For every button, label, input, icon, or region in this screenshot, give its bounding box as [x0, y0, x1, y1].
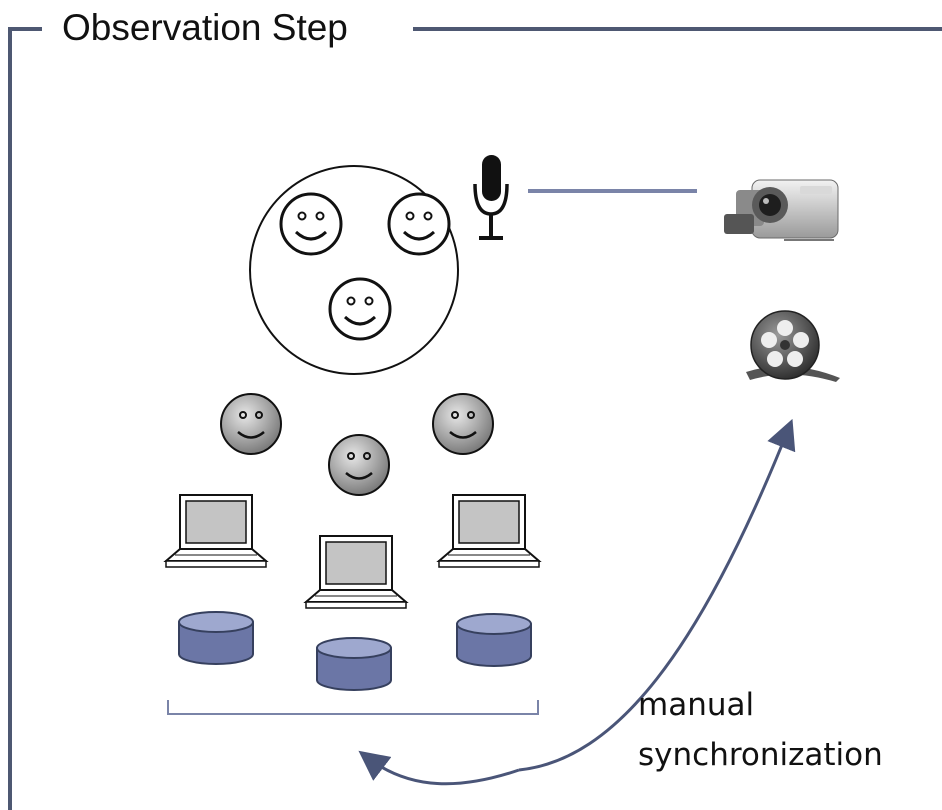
- database-icon: [456, 613, 532, 667]
- laptops: [163, 494, 542, 609]
- observer-group: [249, 165, 459, 375]
- database-icon: [316, 637, 392, 691]
- microphone-icon: [473, 155, 509, 240]
- laptop-icon: [436, 494, 542, 568]
- sync-arrow-return: [358, 750, 520, 786]
- happy-face-icon: [328, 277, 392, 341]
- laptop-icon: [303, 535, 409, 609]
- happy-face-icon: [220, 393, 282, 455]
- happy-face-icon: [432, 393, 494, 455]
- database-icon: [178, 611, 254, 665]
- happy-face-icon: [328, 434, 390, 496]
- happy-face-icon: [387, 192, 451, 256]
- film-reel-icon: [746, 310, 840, 382]
- frame-border: [8, 27, 942, 810]
- sync-label-line2: synchronization: [638, 737, 883, 773]
- sync-label-line1: manual: [638, 687, 755, 723]
- sync-arrow: [518, 418, 796, 772]
- happy-face-icon: [279, 192, 343, 256]
- sync-label: manual synchronization: [638, 680, 883, 780]
- laptop-icon: [163, 494, 269, 568]
- databases: [178, 611, 532, 691]
- video-camera-icon: [724, 179, 839, 241]
- user-faces: [220, 393, 494, 496]
- data-sources-bracket: [167, 700, 539, 715]
- frame-title: Observation Step: [56, 4, 354, 52]
